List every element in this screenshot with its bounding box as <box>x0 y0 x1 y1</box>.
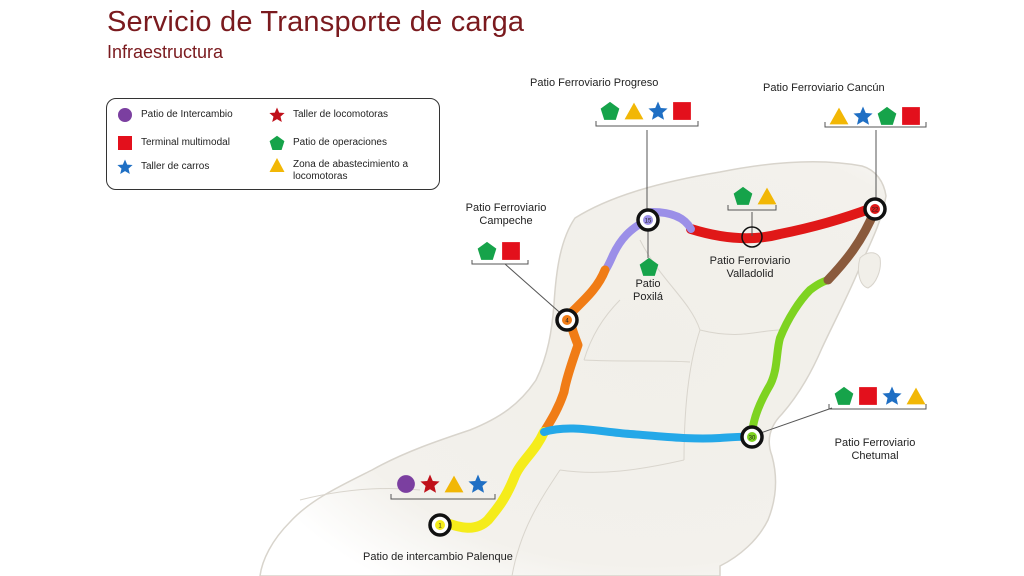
green-pentagon-icon <box>877 106 897 125</box>
station-markers: 15 22 4 30 1 <box>428 197 887 537</box>
red-square-icon <box>673 102 691 120</box>
marker-chetumal: 30 <box>740 425 764 449</box>
purple-circle-icon <box>118 108 132 122</box>
green-pentagon-icon <box>477 241 497 260</box>
marker-campeche: 4 <box>555 308 579 332</box>
red-square-icon <box>118 136 132 150</box>
icons-campeche <box>477 241 521 261</box>
legend-item-taller-carros: Taller de carros <box>117 159 209 175</box>
label-valladolid-line2: Valladolid <box>726 268 774 280</box>
legend-label: Patio de Intercambio <box>141 109 233 120</box>
icons-cancun <box>829 106 921 126</box>
route-segment-green <box>748 276 832 441</box>
blue-star-icon <box>117 159 133 174</box>
yellow-triangle-icon <box>269 158 285 172</box>
label-poxila-line1: Patio <box>635 278 661 290</box>
yellow-triangle-icon <box>757 187 777 205</box>
legend-item-operaciones: Patio de operaciones <box>269 135 387 151</box>
label-palenque: Patio de intercambio Palenque <box>363 551 513 563</box>
leader-lines <box>390 121 927 500</box>
green-pentagon-icon <box>600 101 620 120</box>
blue-star-icon <box>648 101 668 120</box>
blue-star-icon <box>853 106 873 125</box>
icons-progreso <box>600 101 692 121</box>
label-poxila: Patio Poxilá <box>618 278 678 304</box>
label-progreso: Patio Ferroviario Progreso <box>530 77 659 89</box>
marker-chetumal-number: 30 <box>749 436 756 442</box>
marker-cancun: 22 <box>863 197 887 221</box>
red-square-icon <box>859 387 877 405</box>
label-chetumal-line1: Patio Ferroviario <box>834 437 916 449</box>
page-title: Servicio de Transporte de carga <box>107 6 525 38</box>
icons-chetumal <box>834 386 926 406</box>
red-star-icon <box>420 474 440 493</box>
red-square-icon <box>502 242 520 260</box>
legend-box: Patio de Intercambio Terminal multimodal… <box>106 98 440 190</box>
red-star-icon <box>269 107 285 122</box>
yellow-triangle-icon <box>906 387 926 405</box>
route-segment-red <box>686 203 877 244</box>
purple-circle-icon <box>397 475 415 493</box>
label-campeche: Patio Ferroviario Campeche <box>448 202 564 228</box>
label-valladolid-line1: Patio Ferroviario <box>709 255 791 267</box>
label-chetumal: Patio Ferroviario Chetumal <box>820 437 930 463</box>
green-pentagon-icon <box>733 186 753 205</box>
legend-label: Terminal multimodal <box>141 137 230 148</box>
green-pentagon-icon <box>269 135 285 150</box>
icons-poxila <box>639 257 659 277</box>
legend-label: Taller de carros <box>141 161 210 172</box>
legend-label: Patio de operaciones <box>293 137 387 148</box>
marker-cancun-number: 22 <box>872 208 879 214</box>
marker-progreso-number: 15 <box>645 219 652 225</box>
yellow-triangle-icon <box>444 475 464 493</box>
route-segment-yellow <box>439 427 549 533</box>
legend-label: Taller de locomotoras <box>293 109 389 120</box>
marker-palenque-number: 1 <box>438 524 442 530</box>
blue-star-icon <box>882 386 902 405</box>
legend-label: Zona de abastecimiento a locomotoras <box>293 159 409 182</box>
marker-valladolid <box>741 226 763 248</box>
route-segment-blue <box>540 424 756 443</box>
red-square-icon <box>902 107 920 125</box>
route-segment-purple-2 <box>648 208 695 233</box>
label-campeche-line1: Patio Ferroviario <box>465 202 547 214</box>
green-pentagon-icon <box>639 257 659 276</box>
label-poxila-line2: Poxilá <box>633 291 663 303</box>
blue-star-icon <box>468 474 488 493</box>
label-chetumal-line2: Chetumal <box>851 450 899 462</box>
legend-item-intercambio: Patio de Intercambio <box>117 107 233 123</box>
legend-item-multimodal: Terminal multimodal <box>117 135 230 151</box>
green-pentagon-icon <box>834 386 854 405</box>
legend-item-taller-locomotoras: Taller de locomotoras <box>269 107 388 123</box>
page-subtitle: Infraestructura <box>107 42 224 62</box>
state-border <box>299 239 781 576</box>
marker-progreso: 15 <box>636 208 660 232</box>
icons-valladolid <box>733 186 777 206</box>
icons-palenque <box>396 474 488 494</box>
label-valladolid: Patio Ferroviario Valladolid <box>694 255 806 281</box>
route-segment-orange <box>539 265 610 437</box>
marker-campeche-number: 4 <box>565 319 569 325</box>
label-campeche-line2: Campeche <box>479 215 533 227</box>
label-cancun: Patio Ferroviario Cancún <box>763 82 885 94</box>
legend-item-abastecimiento: Zona de abastecimiento a locomotoras <box>269 157 408 183</box>
cozumel-island <box>857 252 881 289</box>
yellow-triangle-icon <box>829 107 849 125</box>
yellow-triangle-icon <box>624 102 644 120</box>
marker-palenque: 1 <box>428 513 452 537</box>
